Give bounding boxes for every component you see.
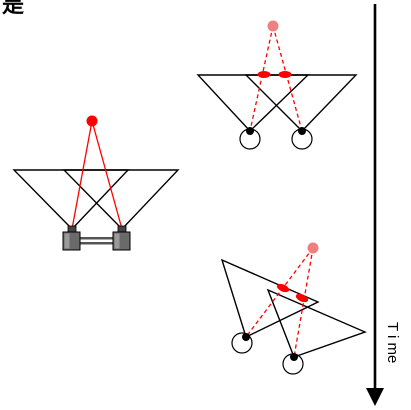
right-projection-mark (295, 293, 309, 303)
left-camera-frustum (220, 258, 320, 338)
left-camera-icon (62, 225, 81, 251)
left-camera-frustum (196, 74, 310, 132)
left-projection-mark (257, 71, 271, 78)
right-camera-icon (112, 225, 131, 251)
left-camera-circle (239, 128, 261, 150)
time-axis-label: T i me (384, 322, 401, 363)
stereo-config-time-1 (196, 20, 358, 150)
time-axis-arrowhead (366, 388, 384, 406)
target-point (86, 115, 98, 127)
left-ray (245, 247, 314, 338)
left-camera-circle (231, 332, 253, 354)
left-camera-frustum (12, 169, 130, 231)
left-ray (249, 25, 274, 132)
stereo-config-time-2 (220, 242, 367, 375)
right-camera-frustum (62, 169, 180, 231)
right-projection-mark (278, 71, 292, 78)
right-camera-frustum (266, 288, 367, 358)
right-camera-center (298, 127, 306, 135)
right-camera-frustum (244, 74, 358, 132)
rig-bar-top (78, 237, 116, 240)
target-point (267, 20, 279, 32)
right-ray (293, 247, 314, 358)
right-camera-circle (282, 353, 304, 375)
left-projection-mark (276, 283, 290, 293)
left-camera-center (246, 127, 254, 135)
corner-heading: 是 (2, 0, 24, 18)
right-ray (272, 25, 303, 132)
left-ray (71, 120, 93, 230)
stereo-rig-static (12, 115, 180, 251)
rig-bar-bottom (78, 242, 116, 245)
target-point (307, 242, 319, 254)
right-camera-circle (291, 128, 313, 150)
time-axis: T i me (366, 4, 401, 406)
right-ray (91, 120, 123, 230)
